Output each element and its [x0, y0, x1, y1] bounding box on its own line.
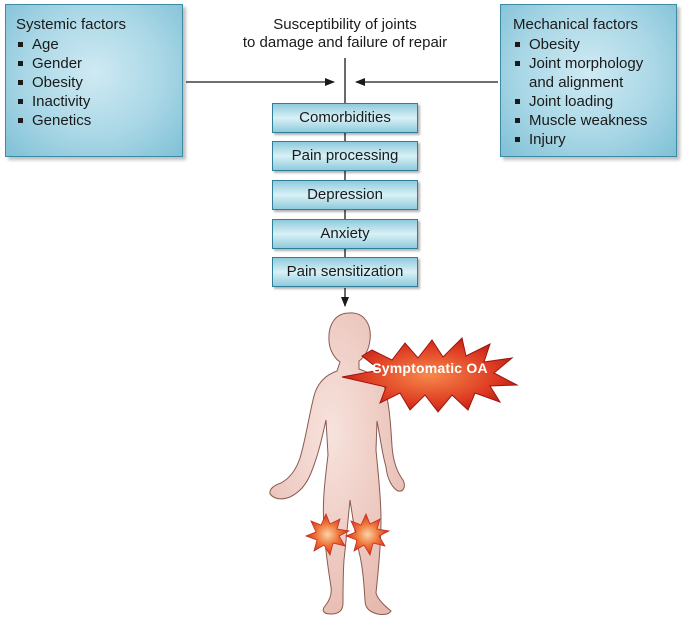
comorbidities-box: Comorbidities — [272, 103, 418, 133]
list-item: Genetics — [16, 111, 172, 130]
systemic-factors-box: Systemic factors Age Gender Obesity Inac… — [5, 4, 183, 157]
susceptibility-label: Susceptibility of joints to damage and f… — [210, 16, 480, 52]
list-item: Inactivity — [16, 92, 172, 111]
list-item: Age — [16, 35, 172, 54]
anxiety-box: Anxiety — [272, 219, 418, 249]
mechanical-factors-box: Mechanical factors Obesity Joint morphol… — [500, 4, 677, 157]
pain-processing-box: Pain processing — [272, 141, 418, 171]
list-item: Obesity — [513, 35, 668, 54]
symptomatic-oa-burst — [341, 337, 519, 413]
list-item: Injury — [513, 130, 668, 149]
list-item: Joint morphology and alignment — [513, 54, 668, 92]
susceptibility-line-2: to damage and failure of repair — [242, 34, 448, 51]
systemic-factors-title: Systemic factors — [16, 16, 127, 33]
symptomatic-oa-label: Symptomatic OA — [372, 360, 488, 376]
susceptibility-line-1: Susceptibility of joints — [273, 16, 417, 33]
mechanical-factors-list: Obesity Joint morphology and alignment J… — [513, 35, 668, 149]
list-item: Muscle weakness — [513, 111, 668, 130]
right-knee-pain-icon — [344, 512, 391, 557]
list-item: Gender — [16, 54, 172, 73]
list-item: Joint loading — [513, 92, 668, 111]
list-item: Obesity — [16, 73, 172, 92]
mechanical-factors-title: Mechanical factors — [513, 16, 639, 33]
depression-box: Depression — [272, 180, 418, 210]
left-knee-pain-icon — [304, 512, 351, 557]
systemic-factors-list: Age Gender Obesity Inactivity Genetics — [16, 35, 172, 130]
pain-sensitization-box: Pain sensitization — [272, 257, 418, 287]
